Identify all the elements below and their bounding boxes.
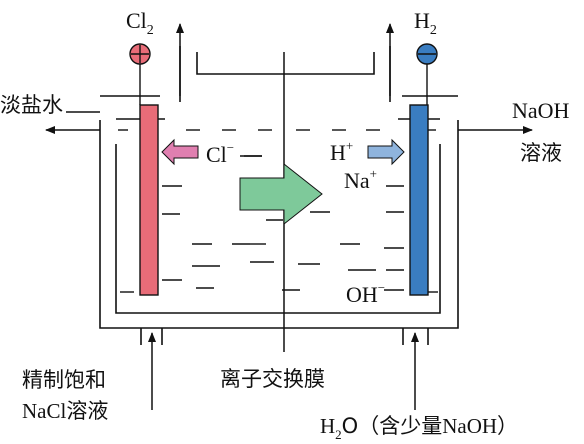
naoh-outlet-label-2: 溶液 — [520, 141, 562, 165]
brine-inlet-label-2: NaCl溶液 — [22, 399, 108, 423]
cathode-terminal — [416, 43, 438, 65]
flow-arrows — [45, 23, 533, 410]
membrane-label: 离子交换膜 — [220, 367, 325, 391]
anode-electrode — [139, 104, 159, 296]
hydrogen-migration-arrow — [367, 138, 405, 166]
naoh-outlet-label-1: NaOH — [512, 98, 570, 123]
water-inlet-label: H2O（含少量NaOH） — [320, 414, 518, 442]
cathode-electrode — [409, 104, 429, 296]
anode-terminal — [129, 43, 151, 65]
sodium-migration-arrow — [239, 162, 323, 226]
chloride-ion-label: Cl− — [206, 140, 234, 167]
hydrogen-ion-label: H+ — [330, 138, 353, 165]
brine-outlet-label: 淡盐水 — [0, 93, 63, 117]
sodium-ion-label: Na+ — [344, 166, 377, 193]
brine-inlet-label-1: 精制饱和 — [22, 368, 106, 392]
hydroxide-ion-label: OH− — [346, 280, 385, 307]
cell-walls — [99, 46, 459, 345]
cathode-gas-label: H2 — [414, 8, 437, 38]
solution-dashes — [118, 129, 438, 293]
anode-gas-label: Cl2 — [126, 8, 154, 38]
chloride-migration-arrow — [161, 138, 199, 166]
